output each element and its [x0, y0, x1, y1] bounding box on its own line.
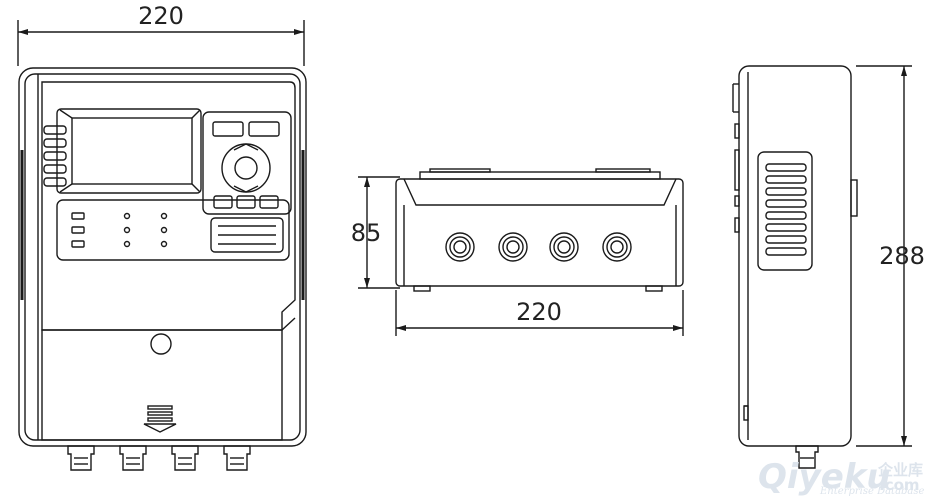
height-label: 288 [879, 242, 925, 270]
side-view [732, 65, 912, 469]
watermark-cn: 企业库 [877, 461, 923, 479]
depth-dimension [358, 176, 400, 289]
terminal-cover [41, 329, 283, 441]
keypad-button [236, 195, 256, 209]
bottom-view: 85 [351, 168, 684, 336]
keypad-button [248, 121, 280, 137]
side-vent-panel [757, 151, 813, 271]
side-vent-slots [765, 163, 807, 256]
indicator-panel [56, 199, 290, 261]
watermark-sub: Enterprise Database [819, 486, 925, 496]
front-housing-outer [18, 67, 307, 447]
bottom-cable-glands [445, 232, 632, 262]
left-vent-slots [43, 125, 67, 187]
cover-latch [143, 405, 177, 433]
side-housing [738, 65, 852, 447]
height-dimension [856, 65, 912, 447]
cover-screw [150, 333, 172, 355]
keypad-button [213, 195, 233, 209]
bottom-width-label: 220 [516, 298, 562, 326]
bottom-housing [395, 178, 684, 287]
front-width-label: 220 [138, 2, 184, 30]
bottom-width-dimension [395, 290, 684, 336]
front-width-dimension [17, 20, 305, 66]
dpad-control [221, 143, 271, 193]
watermark-brand: Qiyeku [758, 457, 891, 496]
watermark-logo: Qiyeku 企业库 .com Enterprise Database [758, 457, 925, 496]
indicator-leds [71, 212, 168, 248]
watermark-suffix: .com [879, 476, 920, 494]
keypad-panel [202, 111, 292, 215]
depth-label: 85 [351, 219, 382, 247]
speaker-grille [210, 217, 284, 253]
front-cable-glands [67, 445, 251, 471]
front-view: 220 [17, 2, 307, 471]
keypad-button [212, 121, 244, 137]
keypad-button [259, 195, 279, 209]
